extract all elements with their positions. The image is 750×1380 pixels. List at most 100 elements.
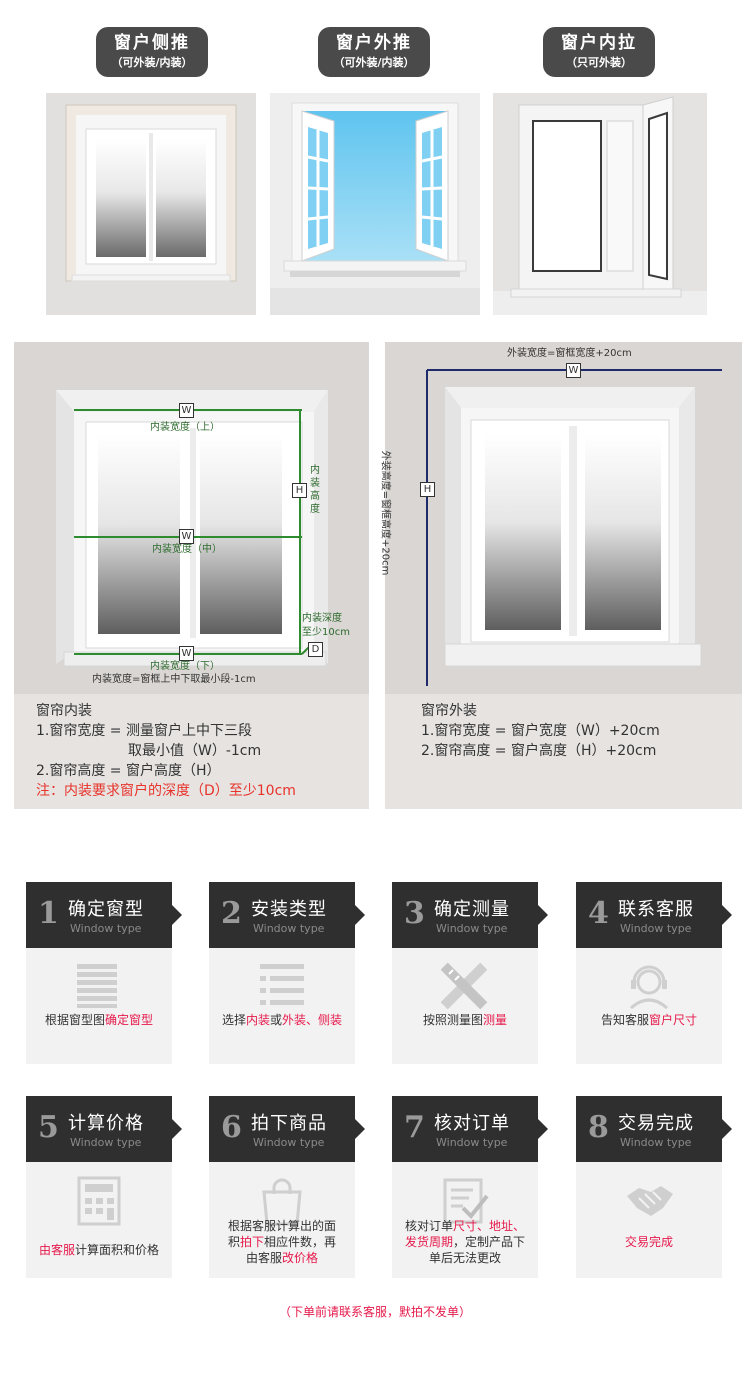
inside-mount-diagram: W 内装宽度（上） W 内装宽度（中） W 内装宽度（下） 内装宽度=窗框上中下… [14, 342, 369, 694]
label-width-middle: 内装宽度（中） [152, 544, 222, 555]
step-description-line: 积拍下相应件数，再 [215, 1234, 349, 1250]
step-description-line: 根据窗型图确定窗型 [32, 1012, 166, 1028]
window-type-title: 窗户内拉 [561, 33, 637, 53]
window-type-label-side: 窗户侧推 （可外装/内装） [96, 27, 208, 77]
step-description: 由客服计算面积和价格 [32, 1242, 166, 1258]
step-number: 2 [221, 896, 242, 931]
step-description: 选择内装或外装、侧装 [215, 1012, 349, 1028]
step-description: 根据客服计算出的面积拍下相应件数，再由客服改价格 [215, 1218, 349, 1266]
step-description-line: 发货周期，定制产品下 [398, 1234, 532, 1250]
inside-mount-rule-1b: 取最小值（W）-1cm [128, 743, 262, 759]
outside-mount-rule-2: 2.窗帘高度 = 窗户高度（H）+20cm [421, 743, 657, 759]
step-subtitle: Window type [253, 922, 325, 935]
step-description-line: 由客服计算面积和价格 [32, 1242, 166, 1258]
step-description: 按照测量图测量 [398, 1012, 532, 1028]
step-description: 交易完成 [582, 1234, 716, 1250]
label-width-formula: 内装宽度=窗框上中下取最小段-1cm [92, 674, 256, 685]
highlight-text: 外装、侧装 [282, 1013, 343, 1027]
footer-note: （下单前请联系客服，默拍不发单） [278, 1305, 471, 1319]
description-text: 核对订单 [404, 1219, 453, 1233]
description-text: ，定制产品下 [453, 1235, 526, 1249]
step-subtitle: Window type [620, 922, 692, 935]
label-width-top: 内装宽度（上） [150, 422, 220, 433]
shopping-bag-icon [262, 1178, 302, 1226]
description-text: 积 [227, 1235, 240, 1249]
customer-service-icon [630, 965, 668, 1010]
ruler-pencil-icon [441, 962, 488, 1010]
step-title: 确定测量 [434, 899, 510, 920]
step-body: 交易完成 [576, 1162, 722, 1278]
outside-mount-diagram: 外装宽度=窗框宽度+20cm W H 外装高度=窗框高度+20cm [379, 342, 742, 694]
step-title: 核对订单 [434, 1113, 510, 1134]
label-outside-width-formula: 外装宽度=窗框宽度+20cm [507, 348, 632, 359]
step-description-line: 选择内装或外装、侧装 [215, 1012, 349, 1028]
inside-mount-rule-2: 2.窗帘高度 = 窗户高度（H） [36, 763, 221, 779]
highlight-text: 确定窗型 [105, 1013, 154, 1027]
label-depth-1: 内装深度 [302, 613, 342, 624]
window-type-subtitle: （可外装/内装） [111, 56, 193, 69]
window-image-inward [493, 93, 707, 315]
window-type-title: 窗户侧推 [114, 33, 190, 53]
description-text: 选择 [221, 1013, 246, 1027]
step-subtitle: Window type [436, 1136, 508, 1149]
inside-mount-rule-1: 1.窗帘宽度 = 测量窗户上中下三段 [36, 723, 252, 739]
description-text: 根据窗型图 [44, 1013, 105, 1027]
step-number: 6 [221, 1110, 242, 1145]
step-title: 交易完成 [618, 1113, 694, 1134]
window-type-subtitle: （可外装/内装） [333, 56, 415, 69]
description-text: 单后无法更改 [428, 1251, 501, 1265]
step-title: 联系客服 [618, 899, 694, 920]
step-subtitle: Window type [253, 1136, 325, 1149]
step-body: 选择内装或外装、侧装 [209, 948, 355, 1064]
description-text: 或 [270, 1013, 283, 1027]
window-type-label-inward: 窗户内拉 （只可外装） [543, 27, 655, 77]
highlight-text: 改价格 [282, 1251, 319, 1265]
highlight-text: 窗户尺寸 [649, 1013, 698, 1027]
window-image-side-sliding [46, 93, 256, 315]
label-width-bottom: 内装宽度（下） [150, 661, 220, 672]
outside-mount-title: 窗帘外装 [421, 703, 477, 719]
step-description: 告知客服窗户尺寸 [582, 1012, 716, 1028]
step-body: 告知客服窗户尺寸 [576, 948, 722, 1064]
width-marker-bottom: W [179, 646, 194, 661]
inside-mount-title: 窗帘内装 [36, 703, 92, 719]
step-subtitle: Window type [436, 922, 508, 935]
step-title: 计算价格 [68, 1113, 144, 1134]
step-number: 8 [588, 1110, 609, 1145]
blinds-icon [77, 964, 117, 1008]
width-marker-middle: W [179, 529, 194, 544]
step-description: 根据窗型图确定窗型 [32, 1012, 166, 1028]
inside-mount-note: 注：内装要求窗户的深度（D）至少10cm [36, 783, 296, 799]
step-number: 1 [38, 896, 59, 931]
step-body: 根据客服计算出的面积拍下相应件数，再由客服改价格 [209, 1162, 355, 1278]
step-body: 根据窗型图确定窗型 [26, 948, 172, 1064]
step-body: 按照测量图测量 [392, 948, 538, 1064]
outside-mount-panel: 外装宽度=窗框宽度+20cm W H 外装高度=窗框高度+20cm 窗帘外装 1… [379, 342, 742, 809]
window-type-title: 窗户外推 [336, 33, 412, 53]
label-depth-2: 至少10cm [302, 627, 350, 638]
step-number: 5 [38, 1110, 59, 1145]
step-description-line: 按照测量图测量 [398, 1012, 532, 1028]
highlight-text: 交易完成 [624, 1235, 673, 1249]
step-subtitle: Window type [70, 922, 142, 935]
step-description-line: 由客服改价格 [215, 1250, 349, 1266]
outside-width-marker: W [566, 363, 581, 378]
width-marker-top: W [179, 403, 194, 418]
step-description-line: 交易完成 [582, 1234, 716, 1250]
outside-height-marker: H [420, 482, 435, 497]
step-body: 核对订单尺寸、地址、发货周期，定制产品下单后无法更改 [392, 1162, 538, 1278]
description-text: 相应件数，再 [264, 1235, 337, 1249]
window-type-label-outward: 窗户外推 （可外装/内装） [318, 27, 430, 77]
inside-mount-panel: W 内装宽度（上） W 内装宽度（中） W 内装宽度（下） 内装宽度=窗框上中下… [14, 342, 369, 809]
